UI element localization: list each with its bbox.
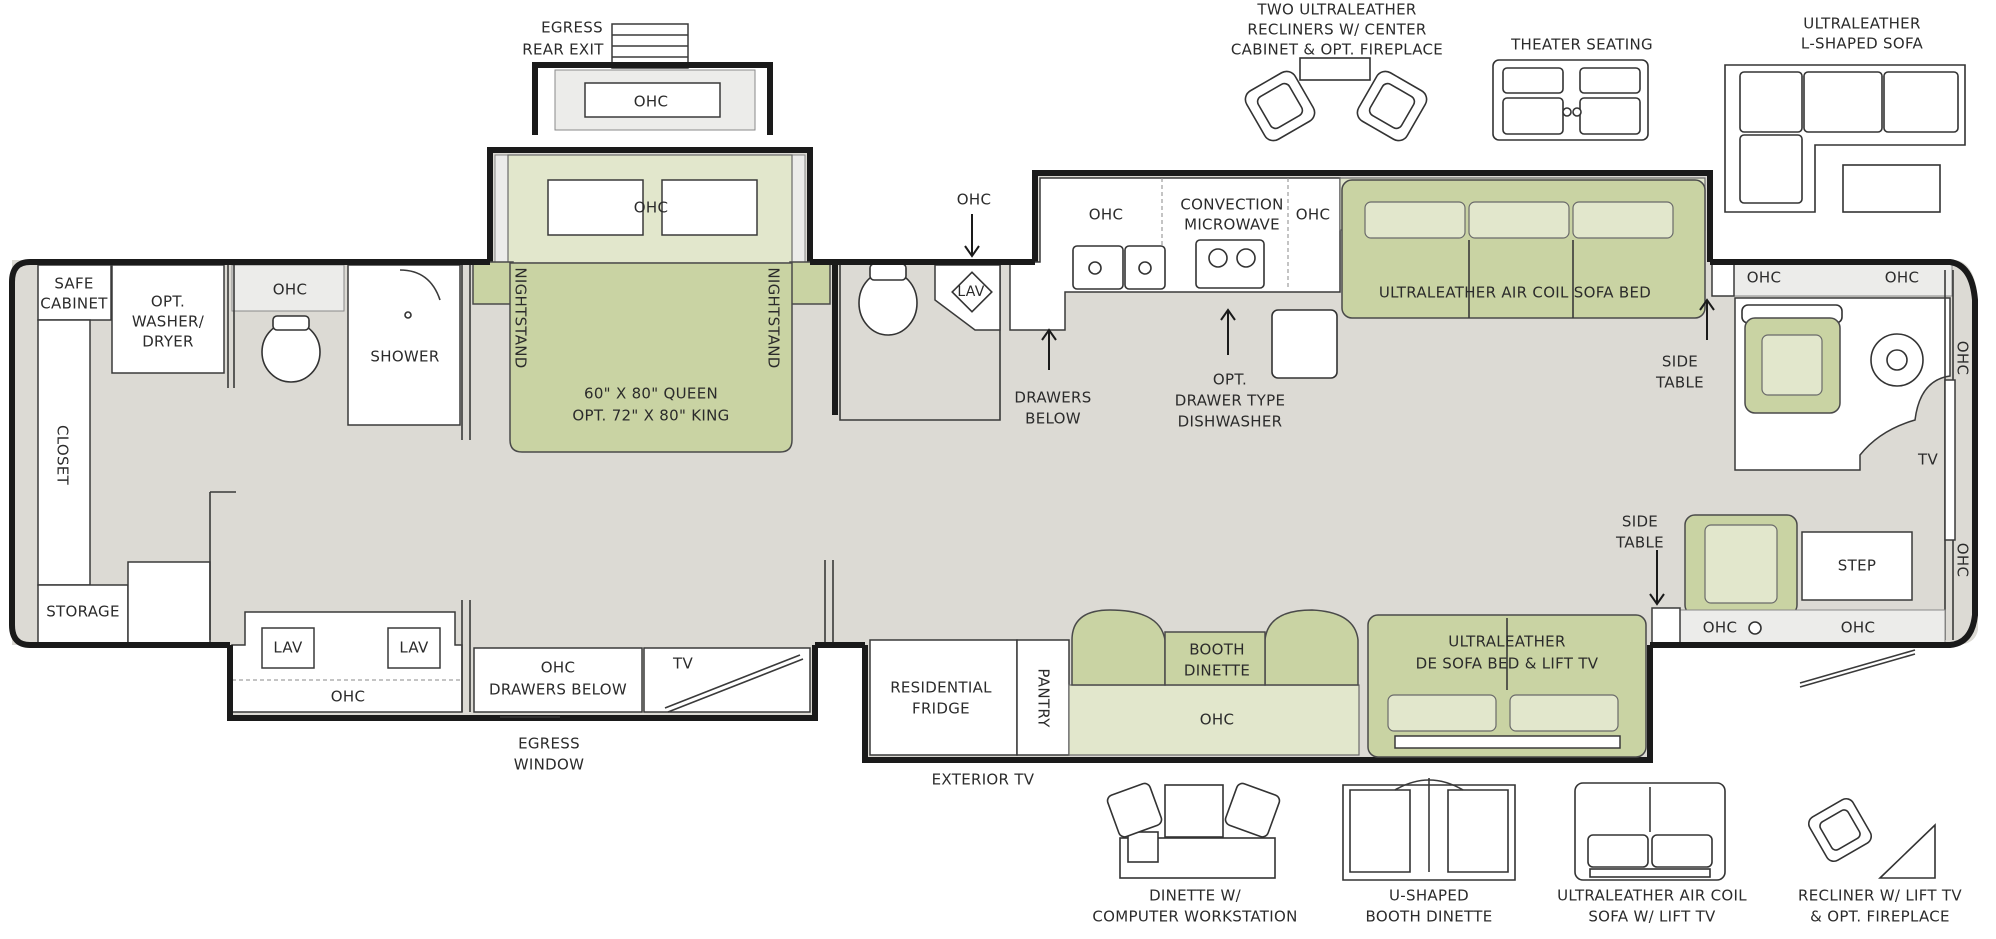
front-ohc-label-4: OHC (1954, 543, 1972, 577)
booth-dinette-label-2: DINETTE (1184, 662, 1250, 680)
dinette-ohc-label: OHC (1200, 711, 1234, 729)
kitchen-ohc-label-1: OHC (1089, 206, 1123, 224)
rear-exit: EGRESS REAR EXIT OHC (522, 19, 773, 135)
drawers-below-label-2: BELOW (1025, 410, 1081, 428)
tv-bedroom-label: TV (672, 655, 693, 673)
nightstand-left-label: NIGHTSTAND (512, 267, 530, 368)
vanity-ohc-label: OHC (331, 688, 365, 706)
washer-label-1: OPT. (151, 293, 185, 311)
exterior-tv-label: EXTERIOR TV (932, 771, 1035, 789)
fridge-label-2: FRIDGE (912, 700, 970, 718)
washer-label-2: WASHER/ (132, 313, 205, 331)
side-table-bottom-label-2: TABLE (1615, 534, 1664, 552)
front-cab: OHC OHC SIDE TABLE TV OHC OHC STEP SIDE … (1615, 261, 1972, 688)
option-recliners-label-3: CABINET & OPT. FIREPLACE (1231, 41, 1443, 59)
safe-cabinet-label-1: SAFE (54, 275, 93, 293)
option-recliners-label-2: RECLINERS W/ CENTER (1247, 21, 1426, 39)
recliner-left-icon (1244, 70, 1316, 142)
option-lsofa-label-1: ULTRALEATHER (1803, 15, 1920, 33)
de-sofa-label-1: ULTRALEATHER (1448, 633, 1565, 651)
storage-label: STORAGE (46, 603, 120, 621)
option-aircoil-label-1: ULTRALEATHER AIR COIL (1557, 887, 1747, 905)
lav-right-label: LAV (399, 639, 429, 657)
lav-sink-icon (951, 271, 993, 313)
dinette-slide: RESIDENTIAL FRIDGE PANTRY OHC BOOTH DINE… (862, 609, 1653, 789)
nightstand-right-label: NIGHTSTAND (765, 267, 783, 368)
coach-outer-wall (9, 259, 1978, 648)
kitchen-slide: OHC CONVECTION MICROWAVE OHC DRAWERS BEL… (1009, 170, 1713, 431)
option-lsofa-label-2: L-SHAPED SOFA (1801, 35, 1924, 53)
workstation-chair-right-icon (1224, 782, 1281, 838)
side-table-top-label-1: SIDE (1662, 353, 1698, 371)
option-dinette-ws-label-2: COMPUTER WORKSTATION (1092, 908, 1297, 926)
option-recliner-lift-label-2: & OPT. FIREPLACE (1810, 908, 1950, 926)
tv-front-label: TV (1917, 451, 1938, 469)
ohc-drawers-label-2: DRAWERS BELOW (489, 681, 627, 699)
dishwasher-label-3: DISHWASHER (1178, 413, 1283, 431)
cooktop-icon (1195, 239, 1265, 289)
side-table-top-label-2: TABLE (1655, 374, 1704, 392)
option-dinette-ws-label-1: DINETTE W/ (1149, 887, 1242, 905)
option-recliners-label-1: TWO ULTRALEATHER (1256, 1, 1416, 19)
option-lsofa: ULTRALEATHER L-SHAPED SOFA (1724, 15, 1966, 213)
washer-label-3: DRYER (142, 333, 194, 351)
drawers-below-label-1: DRAWERS (1014, 389, 1091, 407)
egress-rear-exit-label-2: REAR EXIT (522, 41, 604, 59)
recliner-right-icon (1356, 70, 1428, 142)
front-ohc-label-5: OHC (1703, 619, 1737, 637)
dishwasher-label-2: DRAWER TYPE (1175, 392, 1285, 410)
egress-window-label-1: EGRESS (518, 735, 580, 753)
dishwasher-label-1: OPT. (1213, 371, 1247, 389)
lav-label: LAV (957, 284, 984, 300)
workstation-chair-left-icon (1106, 782, 1163, 838)
booth-dinette-label-1: BOOTH (1189, 641, 1245, 659)
option-recliners: TWO ULTRALEATHER RECLINERS W/ CENTER CAB… (1231, 1, 1443, 142)
bedroom-slide: OHC NIGHTSTAND NIGHTSTAND 60" X 80" QUEE… (472, 147, 831, 453)
de-sofa-label-2: DE SOFA BED & LIFT TV (1416, 655, 1599, 673)
option-ubooth-label-1: U-SHAPED (1389, 887, 1469, 905)
bed-ohc-label: OHC (634, 199, 668, 217)
front-ohc-label-2: OHC (1885, 269, 1919, 287)
mid-ohc-label: OHC (957, 191, 991, 209)
bed-size-label-2: OPT. 72" X 80" KING (572, 407, 729, 425)
front-ohc-label-6: OHC (1841, 619, 1875, 637)
rear-ohc-label: OHC (634, 93, 668, 111)
option-ubooth: U-SHAPED BOOTH DINETTE (1342, 778, 1516, 926)
option-theater-label: THEATER SEATING (1510, 36, 1653, 54)
option-ubooth-label-2: BOOTH DINETTE (1366, 908, 1493, 926)
recliner-lift-icon (1807, 797, 1873, 863)
curb-side: LAV LAV OHC OHC DRAWERS BELOW TV EGRESS … (227, 560, 834, 774)
option-recliner-lift-label-1: RECLINER W/ LIFT TV (1798, 887, 1962, 905)
sofa-bed-label: ULTRALEATHER AIR COIL SOFA BED (1379, 284, 1651, 302)
lav-left-label: LAV (273, 639, 303, 657)
trash-bin-icon (1271, 309, 1338, 379)
bath-ohc-label: OHC (273, 281, 307, 299)
option-aircoil-label-2: SOFA W/ LIFT TV (1588, 908, 1716, 926)
ohc-drawers-label-1: OHC (541, 659, 575, 677)
front-ohc-label-3: OHC (1954, 341, 1972, 375)
option-dinette-workstation: DINETTE W/ COMPUTER WORKSTATION (1092, 782, 1297, 926)
shower-label: SHOWER (370, 348, 439, 366)
pantry-label: PANTRY (1035, 668, 1053, 728)
fridge-label-1: RESIDENTIAL (890, 679, 992, 697)
option-theater: THEATER SEATING (1492, 36, 1653, 141)
toilet-icon (261, 321, 321, 383)
bed-size-label-1: 60" X 80" QUEEN (584, 385, 718, 403)
egress-rear-exit-label-1: EGRESS (541, 19, 603, 37)
option-recliner-lift: RECLINER W/ LIFT TV & OPT. FIREPLACE (1798, 797, 1962, 926)
step-label: STEP (1838, 557, 1876, 575)
option-aircoil-sofa: ULTRALEATHER AIR COIL SOFA W/ LIFT TV (1557, 782, 1747, 926)
rear-bath: SAFE CABINET OPT. WASHER/ DRYER CLOSET S… (37, 262, 471, 644)
safe-cabinet-label-2: CABINET (40, 295, 108, 313)
side-table-bottom-label-1: SIDE (1622, 513, 1658, 531)
front-ohc-label-1: OHC (1747, 269, 1781, 287)
convection-label-1: CONVECTION (1180, 196, 1283, 214)
kitchen-ohc-label-2: OHC (1296, 206, 1330, 224)
closet-label: CLOSET (54, 425, 72, 486)
egress-window-label-2: WINDOW (514, 756, 584, 774)
convection-label-2: MICROWAVE (1184, 216, 1280, 234)
